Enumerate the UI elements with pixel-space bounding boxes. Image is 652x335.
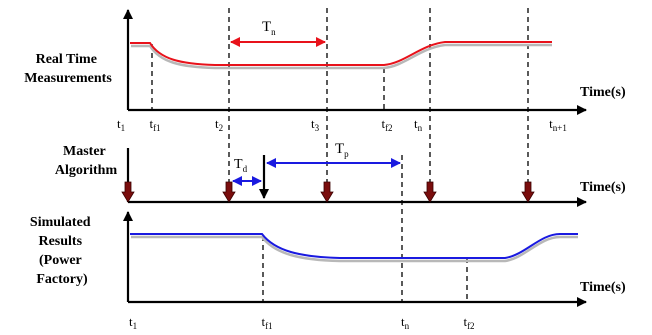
panel-label-line: Real Time — [36, 52, 97, 67]
event-arrow-1 — [121, 181, 135, 203]
tick-label-sub: n — [405, 321, 410, 331]
tick-label: t1 — [129, 314, 137, 331]
tick-label-sub: 1 — [133, 321, 138, 331]
panel-label-line: Simulated — [30, 215, 91, 230]
axis-label-simulated: Time(s) — [580, 280, 626, 295]
measured-curve — [130, 41, 552, 66]
tick-label-main: t — [117, 116, 121, 131]
event-arrows — [121, 181, 535, 203]
event-arrow-5 — [521, 181, 535, 203]
annotation-tp: Tp — [335, 141, 349, 159]
measured-curve-shadow — [131, 43, 552, 70]
axes — [123, 9, 587, 307]
tick-label-sub: 3 — [315, 123, 320, 133]
tick-label-sub: f1 — [153, 123, 161, 133]
panel-label-master: Master Algorithm — [55, 144, 118, 178]
event-arrow-4 — [423, 181, 437, 203]
tick-label-sub: f1 — [265, 321, 273, 331]
panel-label-line: Factory) — [36, 272, 88, 287]
tick-label: t3 — [311, 116, 320, 133]
panel-label-line: Measurements — [24, 71, 112, 86]
annotation-tn: Tn — [262, 19, 276, 37]
tick-label-main: t — [463, 314, 467, 329]
tick-label: tn — [401, 314, 410, 331]
tick-label-main: t — [381, 116, 385, 131]
guide-lines — [151, 8, 529, 302]
tick-label: t1 — [117, 116, 125, 133]
tick-label-main: t — [401, 314, 405, 329]
tick-label: tf1 — [261, 314, 272, 331]
tick-label-main: t — [311, 116, 315, 131]
event-arrow-3 — [320, 181, 334, 203]
tick-label-main: t — [414, 116, 418, 131]
annotation-main: T — [335, 141, 344, 157]
panel-label-line: Master — [63, 144, 106, 159]
tick-label-sub: n — [418, 123, 423, 133]
tick-label-main: t — [149, 116, 153, 131]
tick-label: tn — [414, 116, 423, 133]
tick-label: tn+1 — [549, 116, 567, 133]
tick-label-main: t — [129, 314, 133, 329]
panel-label-line: Results — [38, 234, 82, 249]
tick-label-sub: n+1 — [553, 123, 567, 133]
tick-label: t2 — [215, 116, 223, 133]
tick-label-sub: 1 — [121, 123, 126, 133]
annotation-main: T — [234, 157, 243, 172]
annotation-td: Td — [234, 157, 248, 174]
tick-label-sub: 2 — [219, 123, 224, 133]
tick-label: tf2 — [463, 314, 474, 331]
annotation-sub: d — [243, 164, 248, 174]
tick-label: tf1 — [149, 116, 160, 133]
tick-label-main: t — [215, 116, 219, 131]
annotation-sub: p — [344, 149, 349, 159]
panel-label-line: (Power — [39, 253, 82, 268]
tick-label: tf2 — [381, 116, 392, 133]
tick-label-main: t — [549, 116, 553, 131]
panel-label-real-time: Real Time Measurements — [24, 52, 112, 86]
axis-label-real-time: Time(s) — [580, 85, 626, 100]
panel-label-simulated: Simulated Results (Power Factory) — [30, 215, 94, 287]
annotation-sub: n — [271, 27, 276, 37]
simulated-curve — [130, 233, 578, 259]
panel-label-line: Algorithm — [55, 163, 118, 178]
tick-label-sub: f2 — [467, 321, 475, 331]
tick-label-main: t — [261, 314, 265, 329]
tick-label-sub: f2 — [385, 123, 393, 133]
event-arrow-2 — [222, 181, 236, 203]
axis-label-master: Time(s) — [580, 180, 626, 195]
annotation-main: T — [262, 19, 271, 35]
simulated-curve-shadow — [131, 235, 578, 263]
